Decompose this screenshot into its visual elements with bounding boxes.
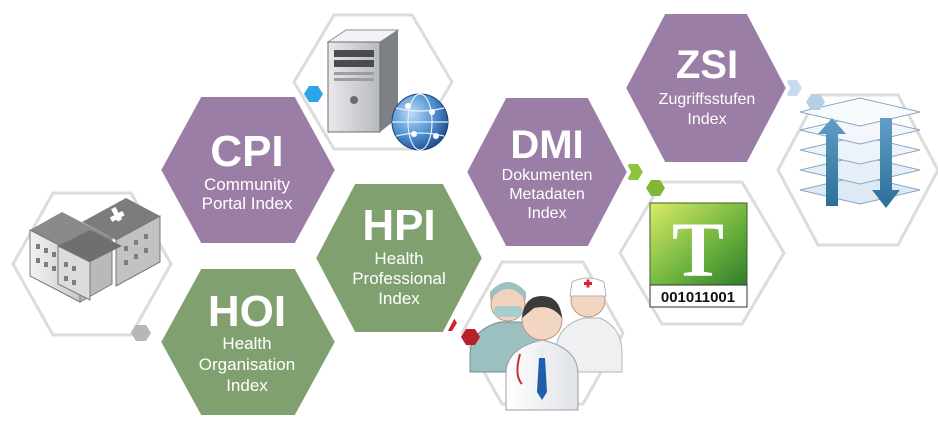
- hoi-label-line-2: Organisation: [199, 355, 295, 374]
- zsi-abbr: ZSI: [676, 43, 738, 87]
- hpi-label-line-3: Index: [378, 289, 420, 308]
- cpi-hexagon: CPI Community Portal Index: [156, 93, 340, 247]
- dmi-hexagon: DMI Dokumenten Metadaten Index: [462, 94, 632, 250]
- cpi-connector: [304, 86, 323, 102]
- hpi-hexagon: HPI Health Professional Index: [311, 180, 487, 336]
- hpi-abbr: HPI: [362, 201, 435, 250]
- hospital-buildings-icon: [29, 198, 161, 303]
- hpi-label-line-1: Health: [374, 249, 423, 268]
- hoi-hexagon: HOI Health Organisation Index: [156, 265, 340, 419]
- cpi-label-line-2: Portal Index: [202, 194, 293, 213]
- zsi-label-line-2: Index: [687, 111, 726, 128]
- dmi-label-line-2: Metadaten: [509, 186, 585, 203]
- hoi-label-line-1: Health: [222, 334, 271, 353]
- dmi-label-line-1: Dokumenten: [502, 167, 593, 184]
- document-t-icon: T 001011001: [649, 202, 748, 308]
- hoi-connector: [131, 325, 151, 341]
- server-globe-icon: [326, 29, 449, 151]
- cpi-label-line-1: Community: [204, 175, 290, 194]
- hpi-connector: [461, 329, 480, 345]
- svg-text:T: T: [672, 206, 724, 293]
- hpi-label-line-2: Professional: [352, 269, 446, 288]
- zsi-label-line-1: Zugriffsstufen: [659, 91, 756, 108]
- layer-stack-icon: [799, 97, 921, 208]
- medical-staff-icon: [469, 277, 623, 411]
- zsi-connector: [806, 94, 825, 110]
- document-code: 001011001: [661, 289, 735, 306]
- hoi-label-line-3: Index: [226, 376, 268, 395]
- cpi-abbr: CPI: [210, 127, 283, 176]
- dmi-abbr: DMI: [510, 123, 583, 167]
- hoi-abbr: HOI: [208, 287, 286, 336]
- dmi-label-line-3: Index: [527, 205, 566, 222]
- dmi-connector: [646, 180, 665, 196]
- zsi-hexagon: ZSI Zugriffsstufen Index: [621, 10, 791, 166]
